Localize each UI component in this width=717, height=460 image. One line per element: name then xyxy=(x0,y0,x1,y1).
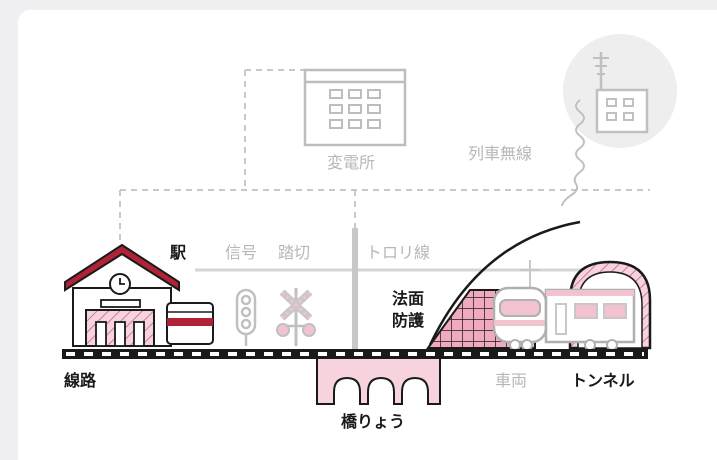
label-bridge: 橋りょう xyxy=(341,412,406,431)
label-station: 駅 xyxy=(170,243,187,262)
label-protection: 防護 xyxy=(392,311,425,330)
label-vehicle: 車両 xyxy=(495,371,528,390)
label-slope: 法面 xyxy=(392,289,425,308)
label-tunnel: トンネル xyxy=(571,371,635,390)
label-train-radio: 列車無線 xyxy=(468,144,533,163)
station-building xyxy=(64,243,180,347)
label-track: 線路 xyxy=(64,371,97,390)
catenary-pole xyxy=(352,228,358,350)
platform-train xyxy=(166,302,214,345)
label-crossing: 踏切 xyxy=(278,243,311,262)
label-trolley-wire: トロリ線 xyxy=(366,243,431,262)
train-vehicle xyxy=(492,260,636,351)
railway-track xyxy=(62,349,648,359)
railroad-crossing xyxy=(276,288,316,346)
bridge xyxy=(316,357,441,405)
radio-tower xyxy=(563,34,677,148)
substation-building xyxy=(303,68,407,147)
signal-light xyxy=(235,288,257,346)
radio-wave xyxy=(561,99,585,207)
label-substation: 変電所 xyxy=(327,153,376,172)
label-signal: 信号 xyxy=(225,243,258,262)
